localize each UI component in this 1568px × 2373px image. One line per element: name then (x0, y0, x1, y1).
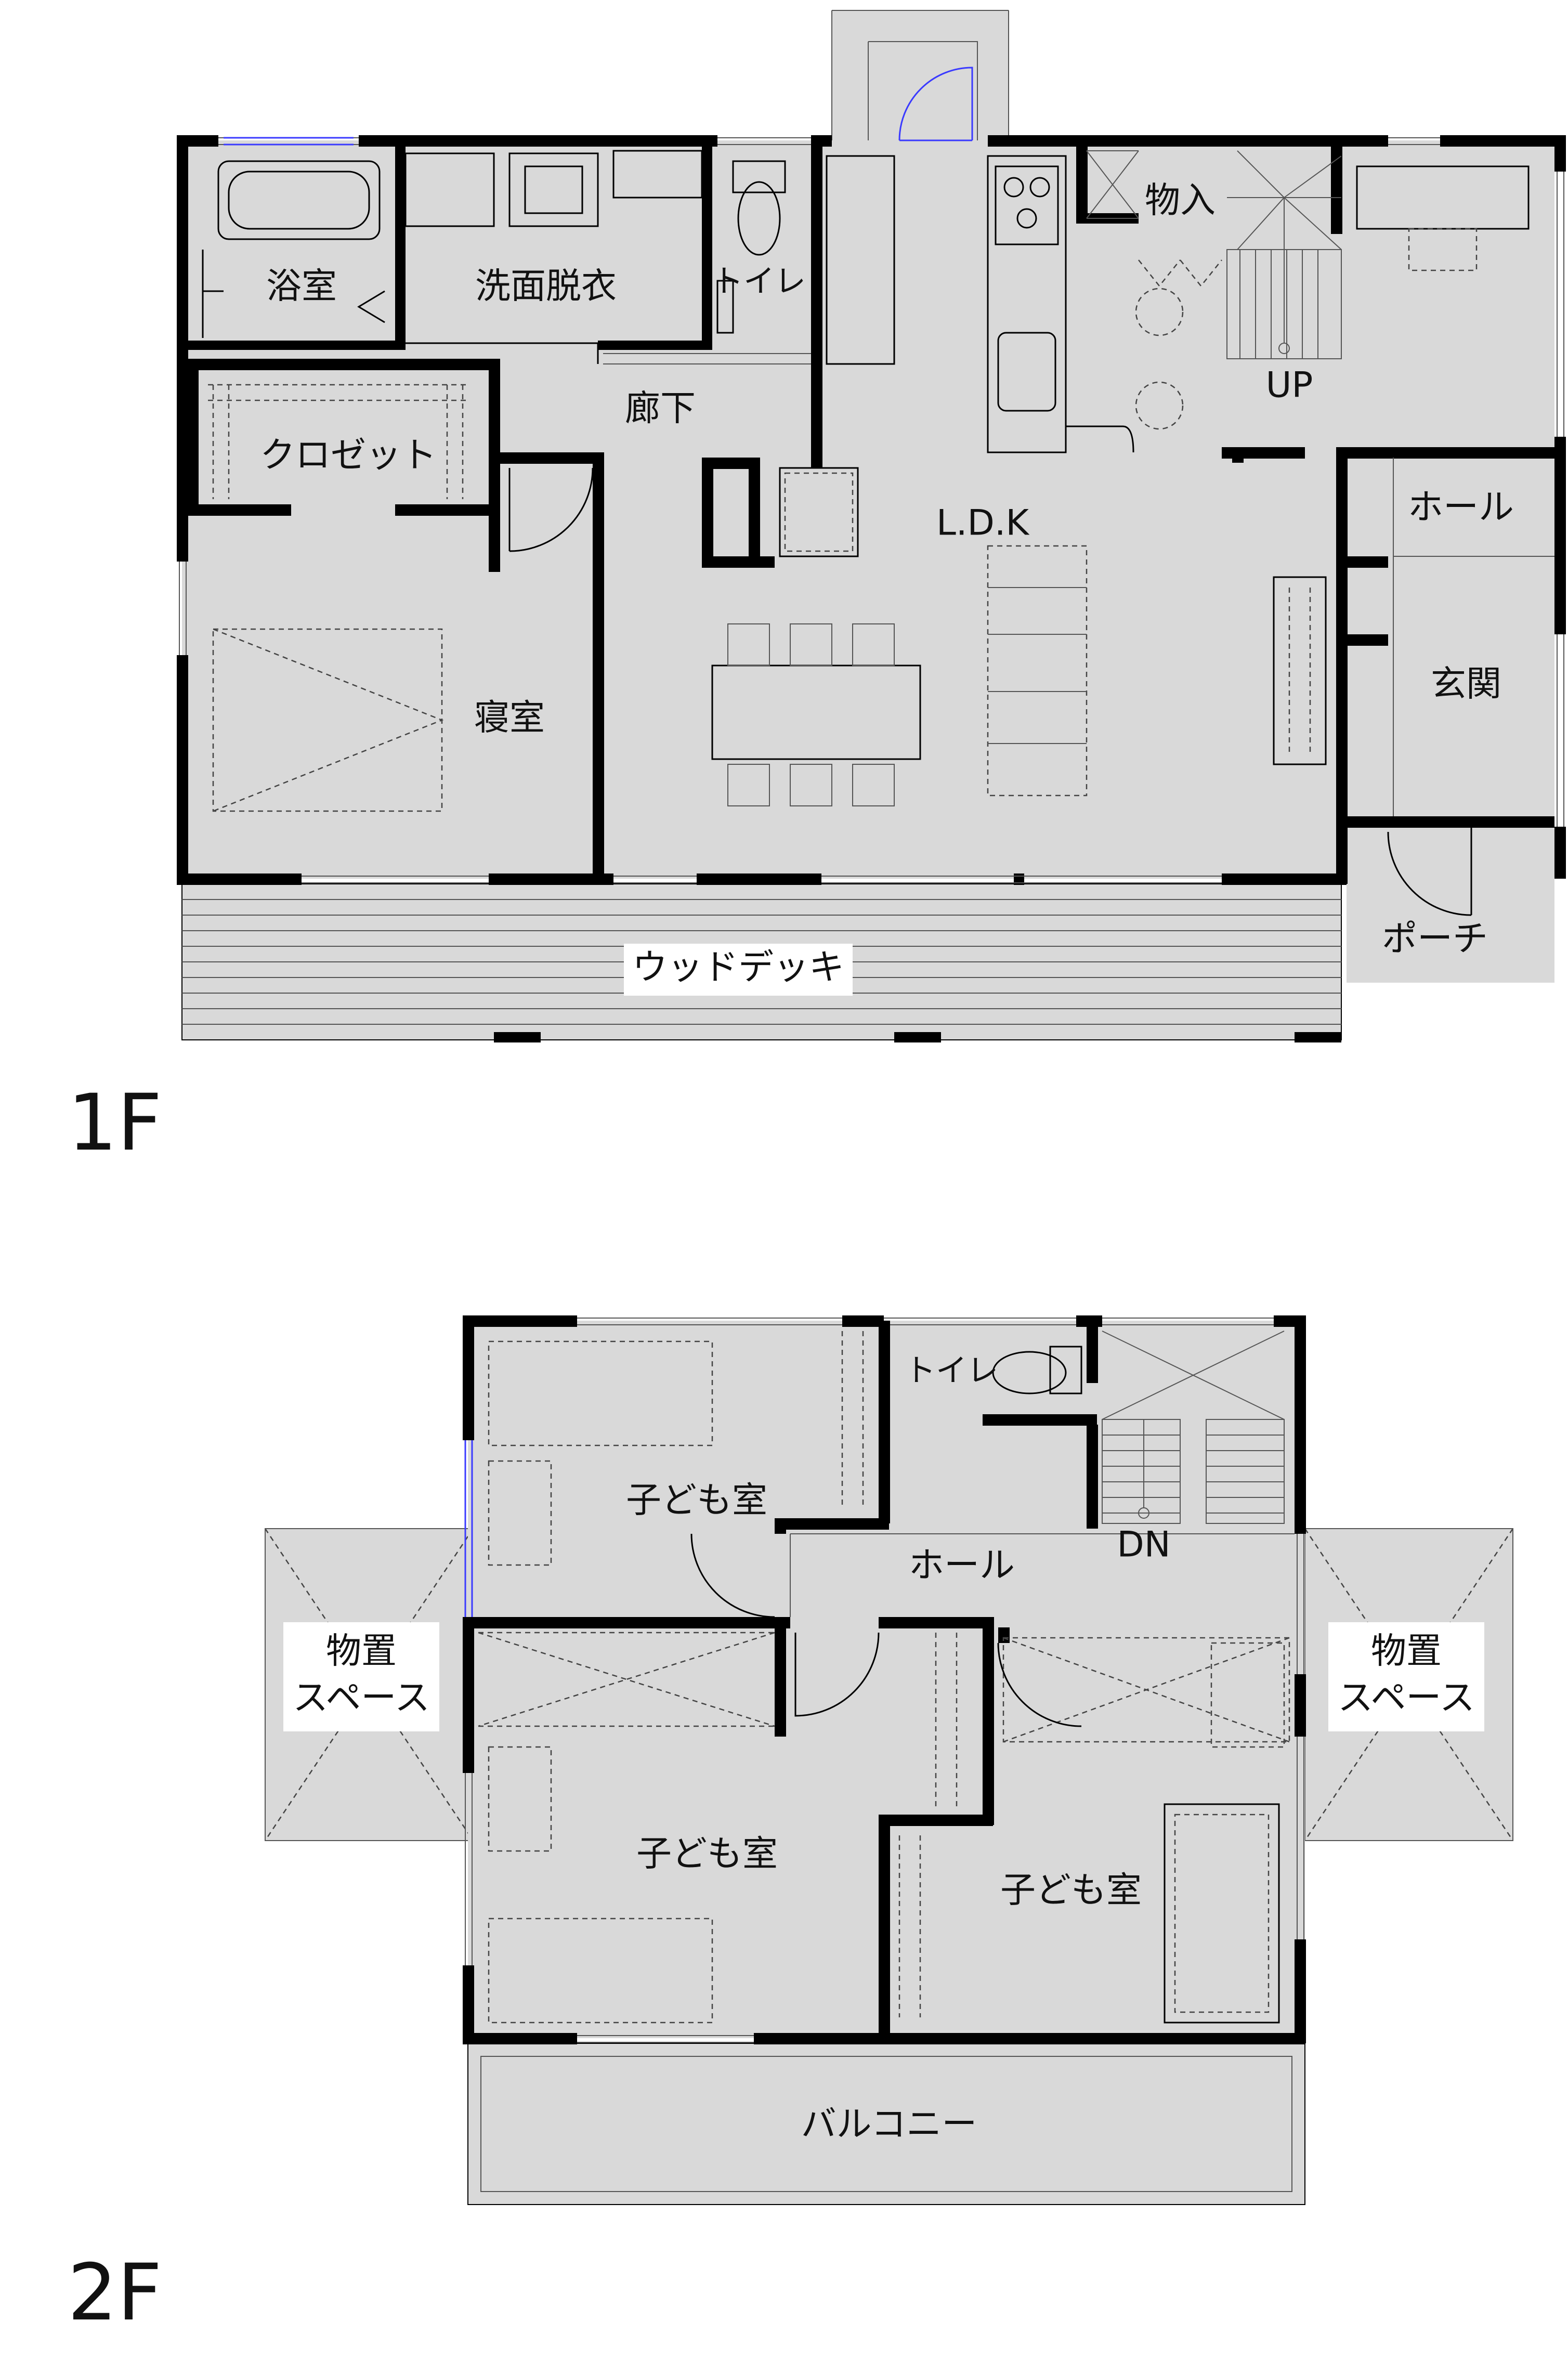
corridor-label: 廊下 (625, 388, 696, 429)
second-floor-plan: トイレ 子ども室 ホール DN 物置 スペース 物置 スペース 子ども室 子ども… (68, 1315, 1514, 2338)
floor-label-2f: 2F (68, 2248, 162, 2338)
balcony-label: バルコニー (801, 2104, 977, 2145)
storage-label: 物入 (1145, 180, 1216, 221)
entrance-label: 玄関 (1431, 664, 1501, 705)
porch-label: ポーチ (1382, 919, 1488, 960)
ldk-label: L.D.K (936, 503, 1030, 544)
kids-room-2-label: 子ども室 (636, 1834, 778, 1875)
storage-space-left-line1: 物置 (326, 1631, 397, 1672)
storage-space-left-line2: スペース (293, 1678, 430, 1719)
storage-space-right-line1: 物置 (1371, 1631, 1442, 1672)
kids-room-1-label: 子ども室 (626, 1480, 767, 1521)
porch-area (1347, 827, 1554, 983)
kids-room-3-label: 子ども室 (1000, 1870, 1142, 1911)
washroom-label: 洗面脱衣 (475, 266, 617, 307)
bath-label: 浴室 (266, 266, 337, 307)
wood-deck-label: ウッドデッキ (632, 947, 844, 988)
up-label: UP (1266, 365, 1313, 406)
floor-label-1f: 1F (68, 1078, 162, 1168)
storage-space-right-line2: スペース (1338, 1678, 1475, 1719)
toilet-label-1f: トイレ (712, 264, 806, 300)
balcony-area (467, 2043, 1305, 2205)
first-floor-plan: 浴室 洗面脱衣 トイレ 物入 クロゼット 廊下 L.D.K UP ホール 寝室 … (68, 10, 1566, 1168)
dn-label: DN (1117, 1524, 1170, 1566)
toilet-label-2f: トイレ (905, 1353, 998, 1389)
bedroom-label: 寝室 (474, 698, 545, 739)
hall-label-1f: ホール (1408, 487, 1514, 528)
hall-label-2f: ホール (909, 1545, 1015, 1586)
closet-label: クロゼット (260, 435, 437, 476)
